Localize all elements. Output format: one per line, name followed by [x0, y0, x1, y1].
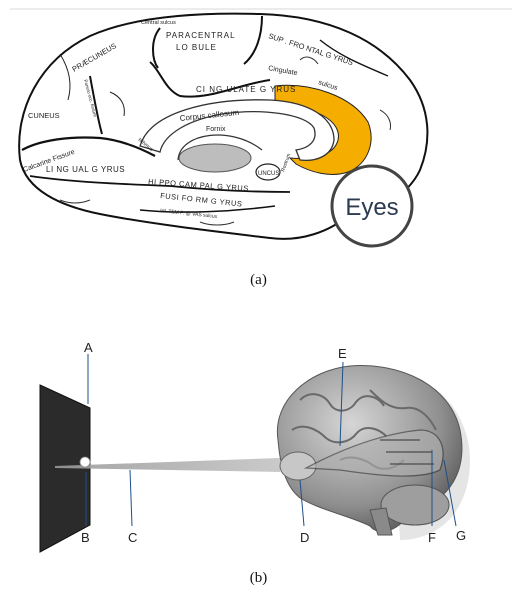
caption-a: (a): [0, 272, 517, 289]
eyes-callout-text: Eyes: [345, 194, 398, 221]
label-cuneus: CUNEUS: [28, 111, 60, 120]
label-uncus: UNCUS: [258, 171, 279, 177]
label-B: B: [81, 530, 90, 545]
caption-b: (b): [0, 570, 517, 587]
thalamus-shape: [179, 144, 251, 172]
label-cingulate-gyrus: CI NG ULATE G YRUS: [196, 85, 296, 94]
label-paracentral-line2: LO BULE: [176, 43, 217, 52]
label-E: E: [338, 346, 347, 361]
pointer-C: [130, 470, 132, 526]
label-lingual-gyrus: LI NG UAL G YRUS: [46, 165, 125, 174]
panel-b-visual-schematic: A B C D E F G: [0, 330, 517, 570]
screen-panel: [40, 385, 90, 552]
panel-a-medial-brain-diagram: Central sulcus PARACENTRAL LO BULE SUP .…: [0, 0, 517, 262]
label-G: G: [456, 528, 466, 543]
label-C: C: [128, 530, 137, 545]
visual-schematic-svg: A B C D E F G: [0, 330, 517, 570]
label-F: F: [428, 530, 436, 545]
label-D: D: [300, 530, 309, 545]
cerebellum-shape: [381, 485, 449, 525]
label-central-sulcus: Central sulcus: [141, 20, 176, 26]
label-A: A: [84, 340, 93, 355]
medial-brain-svg: Central sulcus PARACENTRAL LO BULE SUP .…: [0, 0, 517, 262]
label-fornix: Fornix: [206, 126, 226, 133]
label-paracentral-line1: PARACENTRAL: [166, 31, 236, 40]
stimulus-point: [80, 457, 90, 467]
